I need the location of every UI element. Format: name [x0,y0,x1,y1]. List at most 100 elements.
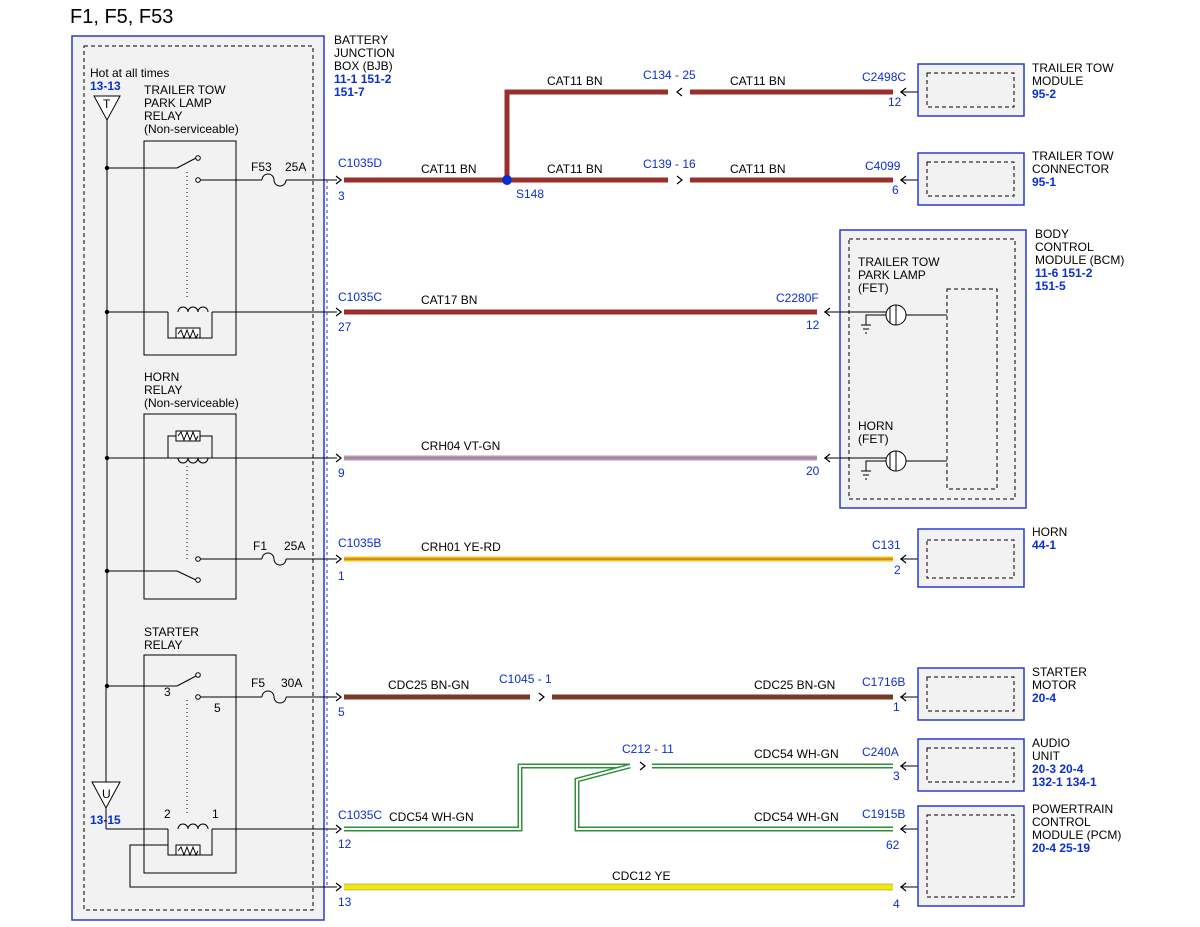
horn-relay-switch-icon [104,556,262,583]
pin-c4099: 6 [892,183,899,197]
fuse-f5-icon: F5 30A [251,676,337,704]
inline-c212: C212 - 11 [622,742,674,756]
svg-text:CONNECTOR: CONNECTOR [1032,162,1109,176]
pin-13: 13 [338,895,352,909]
svg-text:95-2: 95-2 [1032,87,1056,101]
svg-text:151-7: 151-7 [334,85,365,99]
svg-text:RELAY: RELAY [144,638,182,652]
starter-relay-label: STARTER RELAY [144,625,199,652]
conn-c2280f: C2280F [776,291,819,305]
pin-9: 9 [338,466,345,480]
horn-component: HORN 44-1 [917,525,1067,588]
trailer-tow-relay-coil-icon [104,306,337,340]
pin-c240a: 3 [893,769,900,783]
fet-transistor-icon [840,450,947,480]
svg-text:20-3 20-4: 20-3 20-4 [1032,762,1084,776]
svg-text:TRAILER TOW: TRAILER TOW [858,255,940,269]
svg-text:1: 1 [212,807,219,821]
pcm-module: POWERTRAIN CONTROL MODULE (PCM) 20-4 25-… [917,802,1121,907]
wire-cdc12 [344,883,893,891]
horn-relay-coil-icon [104,430,337,560]
wire-label-lower-left: CAT11 BN [547,162,603,176]
horn-relay-label: HORN RELAY (Non-serviceable) [144,370,239,410]
trailer-tow-connector: TRAILER TOW CONNECTOR 95-1 [917,149,1114,206]
svg-text:TRAILER TOW: TRAILER TOW [144,83,226,97]
conn-c1035b: C1035B [338,536,381,550]
wire-cdc54 [344,763,893,832]
trailer-tow-relay-label: TRAILER TOW PARK LAMP RELAY (Non-service… [144,83,239,136]
svg-text:25A: 25A [284,539,305,553]
pin-c1716b: 1 [893,700,900,714]
svg-text:POWERTRAIN: POWERTRAIN [1032,802,1113,816]
wire-label-cdc25-left: CDC25 BN-GN [388,678,469,692]
svg-text:T: T [103,97,111,111]
svg-text:JUNCTION: JUNCTION [334,46,395,60]
pin-12: 12 [338,837,352,851]
svg-text:44-1: 44-1 [1032,538,1056,552]
svg-text:F53: F53 [251,160,272,174]
hot-at-all-times-label: Hot at all times [90,66,169,80]
pin-27: 27 [338,320,352,334]
wire-label-cdc54-right: CDC54 WH-GN [754,810,839,824]
svg-text:HORN: HORN [144,370,179,384]
svg-text:20-4 25-19: 20-4 25-19 [1032,841,1090,855]
svg-text:151-5: 151-5 [1035,279,1066,293]
pin-20: 20 [806,464,820,478]
svg-text:CONTROL: CONTROL [1035,240,1094,254]
diagram-title: F1, F5, F53 [70,6,173,28]
svg-text:11-6 151-2: 11-6 151-2 [1035,266,1093,280]
svg-text:BATTERY: BATTERY [334,33,388,47]
svg-text:(FET): (FET) [858,432,889,446]
pin-c1035d: 3 [338,189,345,203]
svg-text:BOX (BJB): BOX (BJB) [334,59,393,73]
starter-motor: STARTER MOTOR 20-4 [917,665,1087,721]
wire-label-cdc12: CDC12 YE [612,869,670,883]
wire-label-cdc54-audio: CDC54 WH-GN [754,747,839,761]
wire-label-cat17: CAT17 BN [421,293,477,307]
svg-text:MOTOR: MOTOR [1032,678,1077,692]
starter-relay-box [143,654,237,874]
svg-text:TRAILER TOW: TRAILER TOW [1032,149,1114,163]
conn-c1035d: C1035D [338,156,382,170]
pin-c2498c: 12 [888,95,902,109]
svg-text:(Non-serviceable): (Non-serviceable) [144,396,239,410]
svg-text:PARK LAMP: PARK LAMP [144,96,212,110]
bjb-label: BATTERY JUNCTION BOX (BJB) 11-1 151-2 15… [334,33,395,99]
conn-c131: C131 [872,538,901,552]
wire-label-cdc25-right: CDC25 BN-GN [754,678,835,692]
horn-relay-box [143,413,237,600]
svg-text:F1: F1 [253,539,267,553]
wire-label-lower-right: CAT11 BN [730,162,786,176]
wire-label-crh04: CRH04 VT-GN [421,439,500,453]
svg-text:(Non-serviceable): (Non-serviceable) [144,122,239,136]
starter-relay-coil-icon [105,808,337,888]
conn-c1716b: C1716B [862,675,905,689]
svg-text:PARK LAMP: PARK LAMP [858,268,926,282]
pin-c131: 2 [894,563,901,577]
svg-text:2: 2 [164,807,171,821]
svg-text:STARTER: STARTER [144,625,199,639]
svg-text:MODULE: MODULE [1032,74,1083,88]
svg-text:95-1: 95-1 [1032,175,1056,189]
svg-text:TRAILER TOW: TRAILER TOW [1032,61,1114,75]
svg-text:HORN: HORN [858,419,893,433]
splice-s148 [502,175,512,185]
wire-label-cdc54-left: CDC54 WH-GN [389,810,474,824]
pin-c2280f: 12 [806,318,820,332]
audio-unit: AUDIO UNIT 20-3 20-4 132-1 134-1 [917,736,1097,792]
conn-c2498c: C2498C [862,70,906,84]
svg-text:3: 3 [164,685,171,699]
conn-c1915b: C1915B [862,807,905,821]
svg-text:MODULE (BCM): MODULE (BCM) [1035,253,1124,267]
pin-c1915b: 62 [886,838,900,852]
wire-label-cat11-main: CAT11 BN [421,162,477,176]
inline-c1045: C1045 - 1 [499,672,552,686]
conn-c240a: C240A [862,745,899,759]
wire-label-top-left: CAT11 BN [547,74,603,88]
trailer-tow-relay-switch-icon [104,155,262,300]
conn-c1035c-27: C1035C [338,290,382,304]
wire-label-crh01: CRH01 YE-RD [421,540,501,554]
svg-text:132-1 134-1: 132-1 134-1 [1032,775,1097,789]
svg-text:RELAY: RELAY [144,109,182,123]
